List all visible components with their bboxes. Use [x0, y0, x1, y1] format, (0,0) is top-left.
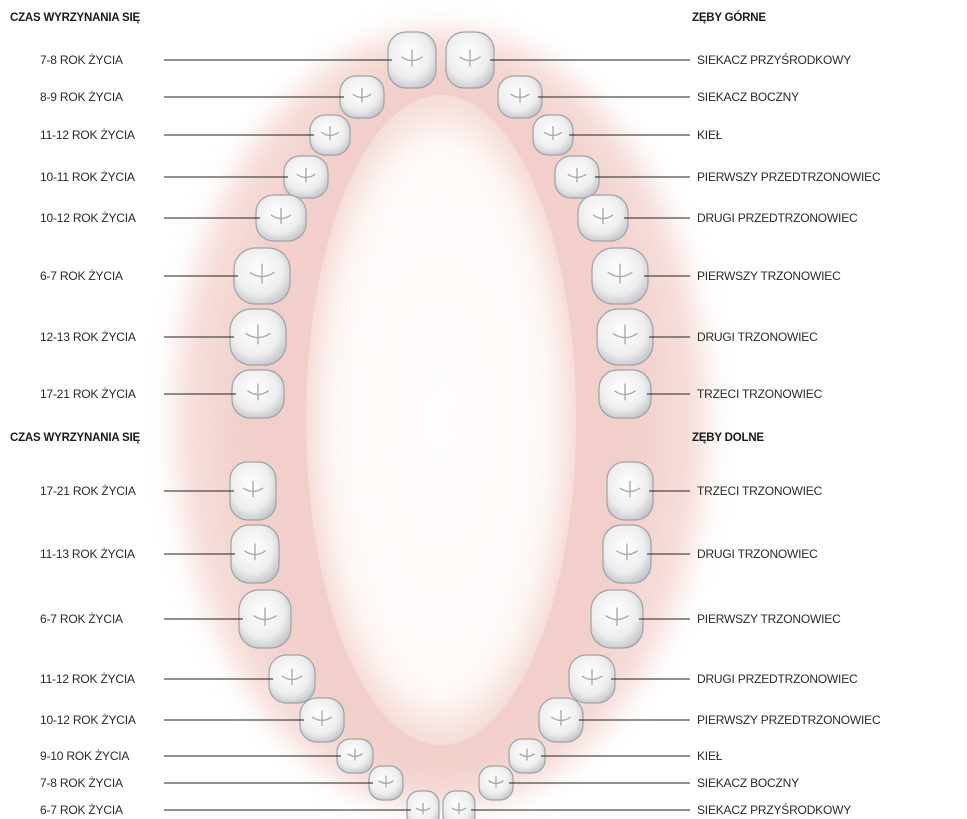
- lower-tooth-label-8: SIEKACZ PRZYŚRODKOWY: [697, 803, 851, 817]
- lower-right-header: ZĘBY DOLNE: [692, 432, 764, 444]
- upper-tooth-right-2: [498, 76, 542, 118]
- lower-age-label-3: 6-7 ROK ŻYCIA: [40, 612, 123, 626]
- lower-tooth-left-5: [300, 698, 344, 742]
- lower-age-label-8: 6-7 ROK ŻYCIA: [40, 803, 123, 817]
- lower-tooth-label-2: DRUGI TRZONOWIEC: [697, 547, 818, 561]
- upper-tooth-right-1: [446, 32, 494, 88]
- lower-tooth-left-4: [269, 655, 315, 703]
- lower-tooth-right-1: [607, 462, 653, 520]
- lower-age-label-6: 9-10 ROK ŻYCIA: [40, 749, 129, 763]
- upper-tooth-label-7: DRUGI TRZONOWIEC: [697, 330, 818, 344]
- lower-tooth-label-6: KIEŁ: [697, 749, 722, 763]
- lower-age-label-2: 11-13 ROK ŻYCIA: [40, 547, 135, 561]
- lower-tooth-label-4: DRUGI PRZEDTRZONOWIEC: [697, 672, 857, 686]
- upper-age-label-8: 17-21 ROK ŻYCIA: [40, 387, 136, 401]
- upper-tooth-label-3: KIEŁ: [697, 128, 722, 142]
- upper-tooth-left-2: [340, 76, 384, 118]
- lower-tooth-label-3: PIERWSZY TRZONOWIEC: [697, 612, 841, 626]
- lower-left-header: CZAS WYRZYNANIA SIĘ: [10, 432, 140, 444]
- lower-age-label-1: 17-21 ROK ŻYCIA: [40, 484, 136, 498]
- upper-age-label-1: 7-8 ROK ŻYCIA: [40, 53, 123, 67]
- upper-tooth-right-4: [555, 156, 599, 198]
- upper-tooth-right-8: [599, 370, 651, 418]
- upper-tooth-left-4: [284, 156, 328, 198]
- upper-tooth-label-1: SIEKACZ PRZYŚRODKOWY: [697, 53, 851, 67]
- lower-tooth-left-7: [369, 766, 403, 800]
- upper-age-label-7: 12-13 ROK ŻYCIA: [40, 330, 136, 344]
- upper-age-label-4: 10-11 ROK ŻYCIA: [40, 170, 135, 184]
- upper-age-label-2: 8-9 ROK ŻYCIA: [40, 90, 123, 104]
- lower-tooth-right-8: [443, 791, 475, 819]
- upper-age-label-5: 10-12 ROK ŻYCIA: [40, 211, 136, 225]
- lower-age-label-7: 7-8 ROK ŻYCIA: [40, 776, 123, 790]
- upper-tooth-left-5: [256, 195, 306, 241]
- lower-age-label-4: 11-12 ROK ŻYCIA: [40, 672, 135, 686]
- upper-tooth-label-5: DRUGI PRZEDTRZONOWIEC: [697, 211, 857, 225]
- lower-tooth-left-3: [239, 590, 291, 648]
- lower-tooth-label-5: PIERWSZY PRZEDTRZONOWIEC: [697, 713, 880, 727]
- lower-age-label-5: 10-12 ROK ŻYCIA: [40, 713, 136, 727]
- lower-tooth-left-6: [337, 739, 373, 773]
- lower-tooth-right-3: [591, 590, 643, 648]
- lower-tooth-right-6: [509, 739, 545, 773]
- upper-tooth-left-6: [234, 248, 290, 304]
- lower-tooth-right-4: [569, 655, 615, 703]
- upper-tooth-right-5: [578, 195, 628, 241]
- upper-tooth-right-3: [533, 115, 573, 155]
- lower-tooth-left-2: [231, 525, 279, 583]
- upper-tooth-left-1: [388, 32, 436, 88]
- upper-tooth-label-8: TRZECI TRZONOWIEC: [697, 387, 822, 401]
- upper-tooth-right-6: [592, 248, 648, 304]
- lower-tooth-label-1: TRZECI TRZONOWIEC: [697, 484, 822, 498]
- lower-tooth-right-5: [539, 698, 583, 742]
- lower-tooth-label-7: SIEKACZ BOCZNY: [697, 776, 799, 790]
- upper-tooth-left-8: [232, 370, 284, 418]
- upper-tooth-right-7: [597, 309, 653, 365]
- upper-age-label-6: 6-7 ROK ŻYCIA: [40, 269, 123, 283]
- lower-tooth-right-2: [603, 525, 651, 583]
- upper-right-header: ZĘBY GÓRNE: [692, 12, 766, 24]
- upper-left-header: CZAS WYRZYNANIA SIĘ: [10, 12, 140, 24]
- upper-tooth-label-4: PIERWSZY PRZEDTRZONOWIEC: [697, 170, 880, 184]
- lower-tooth-left-1: [230, 462, 276, 520]
- upper-age-label-3: 11-12 ROK ŻYCIA: [40, 128, 135, 142]
- upper-tooth-label-6: PIERWSZY TRZONOWIEC: [697, 269, 841, 283]
- lower-tooth-right-7: [479, 766, 513, 800]
- upper-tooth-left-7: [230, 309, 286, 365]
- upper-tooth-label-2: SIEKACZ BOCZNY: [697, 90, 799, 104]
- lower-tooth-left-8: [407, 791, 439, 819]
- upper-tooth-left-3: [310, 115, 350, 155]
